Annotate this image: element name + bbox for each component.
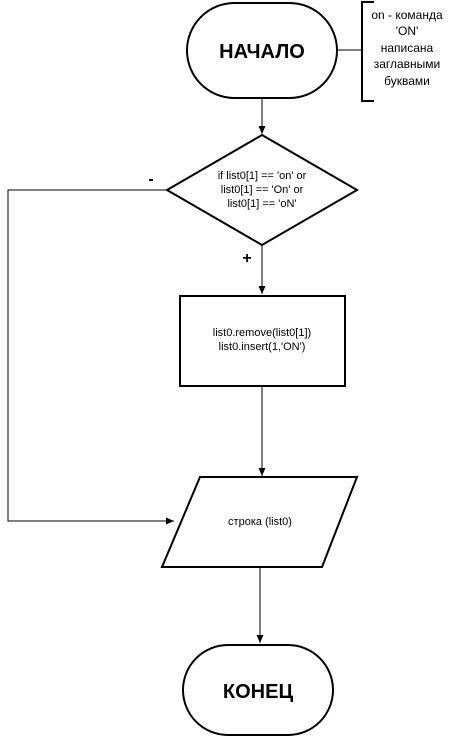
start-node[interactable]: НАЧАЛО <box>186 2 338 99</box>
annotation-line-3: написана <box>381 41 434 55</box>
output-label: строка (list0) <box>228 516 292 528</box>
annotation-line-2: 'ON' <box>396 24 419 38</box>
no-branch-label: - <box>148 171 153 188</box>
connector-decision-no-branch <box>7 189 174 525</box>
decision-line-1: if list0[1] == 'on' or <box>218 170 307 182</box>
end-label: КОНЕЦ <box>223 681 294 703</box>
yes-branch-label: + <box>242 250 251 267</box>
annotation-line-5: буквами <box>384 74 430 88</box>
start-label: НАЧАЛО <box>219 41 305 63</box>
decision-line-3: list0[1] == 'oN' <box>227 198 296 210</box>
decision-line-2: list0[1] == 'On' or <box>221 184 304 196</box>
process-node[interactable]: list0.remove(list0[1]) list0.insert(1,'O… <box>179 295 346 387</box>
annotation-line-4: заглавными <box>374 57 441 71</box>
end-node[interactable]: КОНЕЦ <box>182 644 334 736</box>
output-node[interactable]: строка (list0) <box>160 476 359 568</box>
process-line-1: list0.remove(list0[1]) <box>213 327 311 339</box>
annotation-bracket <box>361 1 374 102</box>
annotation-note: on - команда 'ON' написана заглавными бу… <box>361 1 443 102</box>
annotation-line-1: on - команда <box>371 8 443 22</box>
process-line-2: list0.insert(1,'ON') <box>219 341 306 353</box>
decision-node[interactable]: if list0[1] == 'on' or list0[1] == 'On' … <box>165 133 359 247</box>
